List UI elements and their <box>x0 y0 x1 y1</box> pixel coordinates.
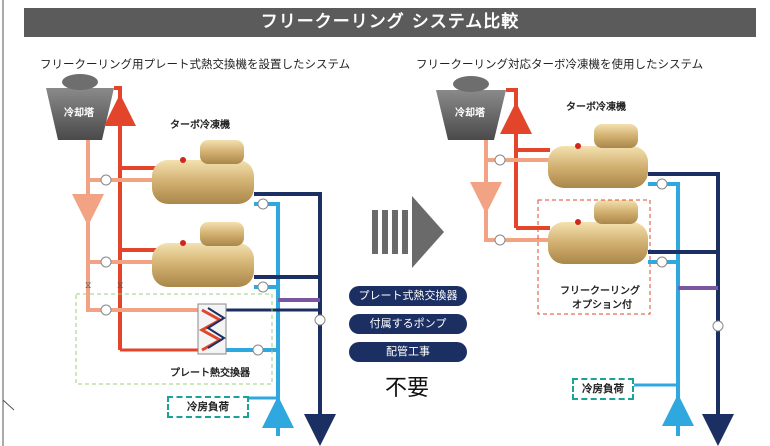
left-tower-fan <box>62 74 98 90</box>
right-chilled-supply <box>648 182 680 436</box>
right-chilled-return <box>648 172 720 436</box>
right-option-dashed-box <box>537 199 651 315</box>
right-hot-riser <box>506 88 518 228</box>
unneeded-item-1: プレート式熱交換器 <box>349 286 467 306</box>
right-option-label-1: フリークーリング <box>560 286 640 297</box>
left-chiller-2 <box>152 222 254 287</box>
left-pump-icon-5 <box>257 281 269 293</box>
right-pump-icon-5 <box>712 320 724 332</box>
left-hx-dashed-box <box>75 293 273 385</box>
left-pump-icon-4 <box>257 198 269 210</box>
unneeded-item-3: 配管工事 <box>349 342 467 362</box>
right-cool-down <box>484 140 550 242</box>
right-option-label-2: オプション付 <box>572 300 632 311</box>
right-cooling-load: 冷房負荷 <box>572 378 634 400</box>
plate-heat-exchanger <box>197 303 227 355</box>
right-system-heading: フリークーリング対応ターボ冷凍機を使用したシステム <box>416 57 704 71</box>
unneeded-conclusion: 不要 <box>385 376 430 401</box>
right-tower-fan <box>453 76 489 92</box>
left-chiller-1 <box>152 140 254 204</box>
left-system-heading: フリークーリング用プレート式熱交換機を設置したシステム <box>40 57 351 71</box>
left-valve-icon-2: ⧖ <box>117 281 123 291</box>
right-chiller-1 <box>548 124 648 188</box>
left-pump-icon-1 <box>100 174 112 186</box>
left-frame-corner <box>2 399 15 411</box>
left-pump-icon-7 <box>314 314 326 326</box>
left-chiller-label: ターボ冷凍機 <box>170 120 230 131</box>
unneeded-item-2: 付属するポンプ <box>349 314 467 334</box>
left-pump-icon-2 <box>100 256 112 268</box>
right-pump-icon-4 <box>656 256 668 268</box>
right-system <box>436 76 734 446</box>
left-cooling-load: 冷房負荷 <box>167 396 249 418</box>
right-pump-icon-3 <box>656 178 668 190</box>
right-tower-label: 冷却塔 <box>455 108 485 119</box>
left-hx-label: プレート熱交換器 <box>170 368 250 379</box>
big-arrow <box>372 196 444 268</box>
right-pump-icon-2 <box>494 234 506 246</box>
left-chilled-return <box>254 192 322 436</box>
left-pump-icon-6 <box>252 344 264 356</box>
left-tower-label: 冷却塔 <box>64 108 94 119</box>
right-pump-icon-1 <box>494 154 506 166</box>
left-valve-icon-1: ⧖ <box>85 281 91 291</box>
right-chiller-2 <box>548 200 648 264</box>
left-pump-icon-3 <box>100 304 112 316</box>
left-cooling-tower <box>46 88 114 140</box>
page-title: フリークーリング システム比較 <box>24 8 756 37</box>
right-chiller-label: ターボ冷凍機 <box>566 102 626 113</box>
left-chilled-supply <box>254 202 280 436</box>
right-cooling-tower <box>436 90 506 140</box>
left-system: ⧖ ⧖ <box>46 74 336 446</box>
